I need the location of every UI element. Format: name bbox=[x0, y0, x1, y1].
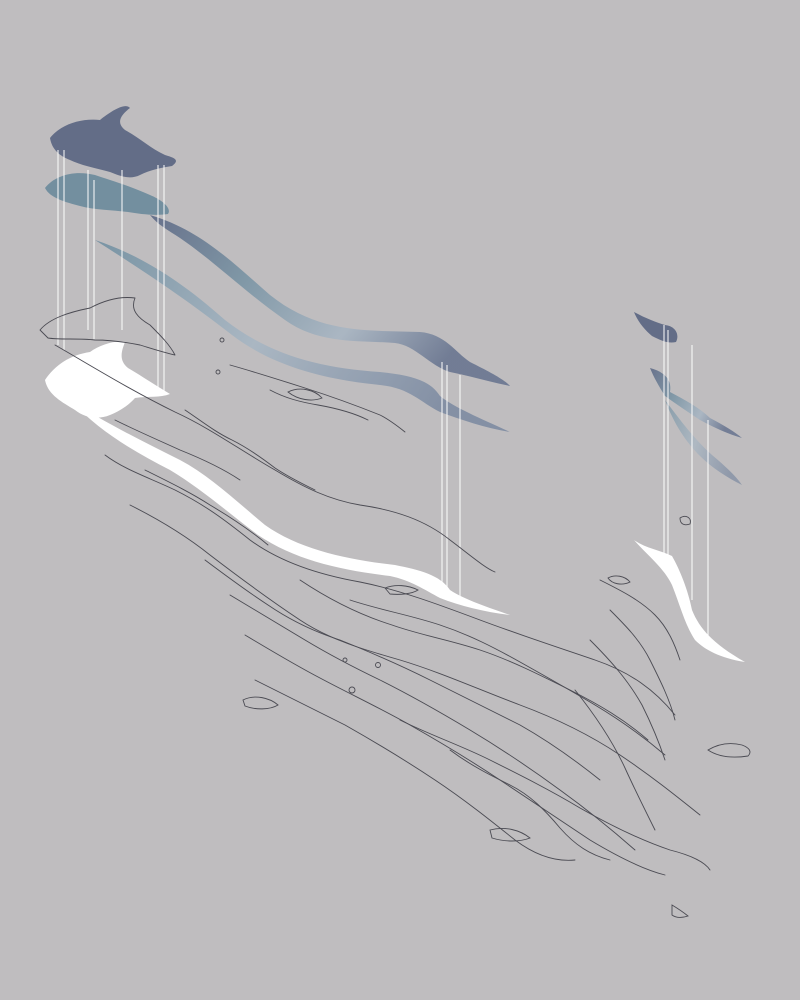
outline-contour-layers bbox=[39, 297, 751, 918]
coastline-outline bbox=[104, 454, 676, 716]
coastline-outline bbox=[574, 689, 656, 831]
island-outline bbox=[375, 662, 381, 668]
right-floating-landmass bbox=[634, 312, 678, 343]
coastline-outline bbox=[129, 504, 701, 816]
white-ribbon-right bbox=[634, 540, 745, 662]
right-floating-ribbon-2 bbox=[665, 400, 742, 485]
coastline-outline bbox=[39, 297, 176, 356]
island-outline bbox=[489, 827, 531, 842]
right-floating-ribbon bbox=[650, 368, 742, 438]
coastline-outline bbox=[184, 409, 316, 491]
island-outline bbox=[342, 657, 348, 663]
island-outline bbox=[679, 515, 691, 526]
island-outline bbox=[348, 686, 356, 694]
coastline-outline bbox=[609, 609, 676, 721]
coastline-outline bbox=[229, 364, 406, 433]
coastline-outline bbox=[204, 559, 601, 781]
ribbon-lower bbox=[95, 240, 510, 432]
floating-ribbon-layer-top bbox=[45, 106, 510, 432]
island-outline bbox=[607, 575, 631, 585]
white-landmass-left bbox=[45, 341, 170, 418]
coastline-outline bbox=[144, 469, 269, 546]
coastline-outline bbox=[114, 419, 241, 481]
island-outline bbox=[671, 904, 689, 918]
island-outline bbox=[707, 743, 751, 758]
island-outline bbox=[219, 337, 225, 343]
coastline-outline bbox=[269, 389, 369, 421]
island-outline bbox=[215, 369, 221, 375]
coastline-outline bbox=[254, 679, 576, 861]
coastline-outline bbox=[229, 594, 636, 851]
coastline-outline bbox=[244, 634, 666, 876]
island-outline bbox=[287, 388, 323, 401]
coastline-outline bbox=[599, 579, 681, 661]
coastline-outline bbox=[299, 579, 649, 741]
island-outline bbox=[384, 585, 419, 595]
white-ribbon-main bbox=[70, 400, 510, 615]
coastline-outline bbox=[399, 719, 711, 871]
white-highlight-layer bbox=[45, 341, 745, 662]
drop-lines bbox=[57, 150, 709, 645]
island-outline bbox=[242, 696, 279, 710]
coastline-outline bbox=[54, 344, 496, 573]
coastline-outline bbox=[449, 749, 611, 861]
ribbon-upper bbox=[150, 215, 510, 386]
floating-landmass-mid bbox=[45, 173, 169, 215]
floating-landmass-top bbox=[50, 106, 176, 178]
floating-ribbon-layer-right bbox=[634, 312, 742, 485]
coastline-outline bbox=[349, 599, 666, 756]
coastline-outline bbox=[589, 639, 666, 761]
